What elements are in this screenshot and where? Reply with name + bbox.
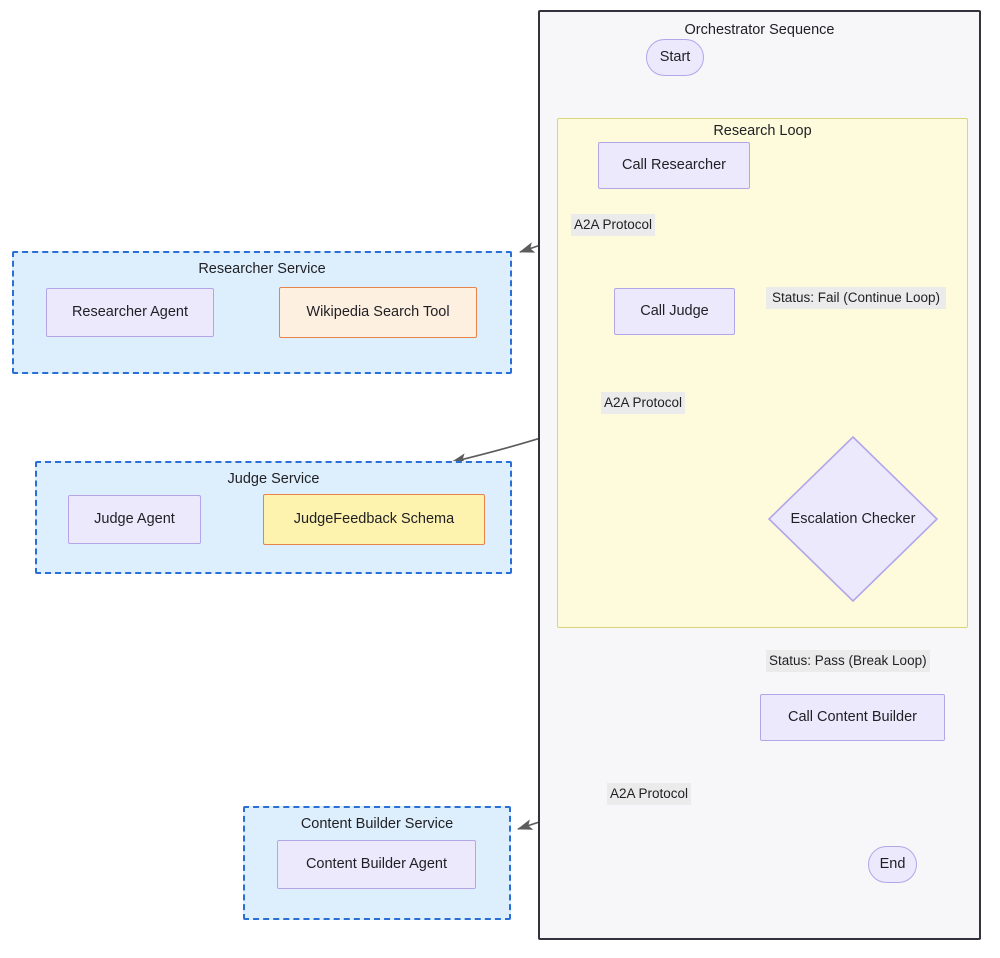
subgraph-title-researcher-service: Researcher Service xyxy=(198,261,326,277)
edge-label-status-fail: Status: Fail (Continue Loop) xyxy=(766,287,946,309)
edge-label-a2a-content-builder: A2A Protocol xyxy=(607,783,692,805)
node-judge-agent[interactable]: Judge Agent xyxy=(68,495,201,544)
node-escalation-checker-label: Escalation Checker xyxy=(790,511,916,527)
node-call-researcher[interactable]: Call Researcher xyxy=(598,142,750,189)
node-content-builder-agent[interactable]: Content Builder Agent xyxy=(277,840,476,889)
diamond-shape-icon xyxy=(768,436,938,602)
node-researcher-agent[interactable]: Researcher Agent xyxy=(46,288,214,337)
node-judge-feedback-schema[interactable]: JudgeFeedback Schema xyxy=(263,494,485,545)
edge-label-a2a-researcher: A2A Protocol xyxy=(571,214,656,236)
subgraph-title-orchestrator: Orchestrator Sequence xyxy=(684,22,835,38)
edge-label-a2a-judge: A2A Protocol xyxy=(601,392,686,414)
node-call-judge[interactable]: Call Judge xyxy=(614,288,735,335)
subgraph-title-content-builder-service: Content Builder Service xyxy=(300,816,454,832)
node-call-content-builder[interactable]: Call Content Builder xyxy=(760,694,945,741)
node-wikipedia-search-tool[interactable]: Wikipedia Search Tool xyxy=(279,287,477,338)
edge-label-status-pass: Status: Pass (Break Loop) xyxy=(766,650,930,672)
subgraph-title-research-loop: Research Loop xyxy=(713,123,812,139)
subgraph-title-judge-service: Judge Service xyxy=(227,471,320,487)
node-start[interactable]: Start xyxy=(646,39,704,76)
node-end[interactable]: End xyxy=(868,846,917,883)
node-escalation-checker[interactable]: Escalation Checker xyxy=(768,436,938,602)
